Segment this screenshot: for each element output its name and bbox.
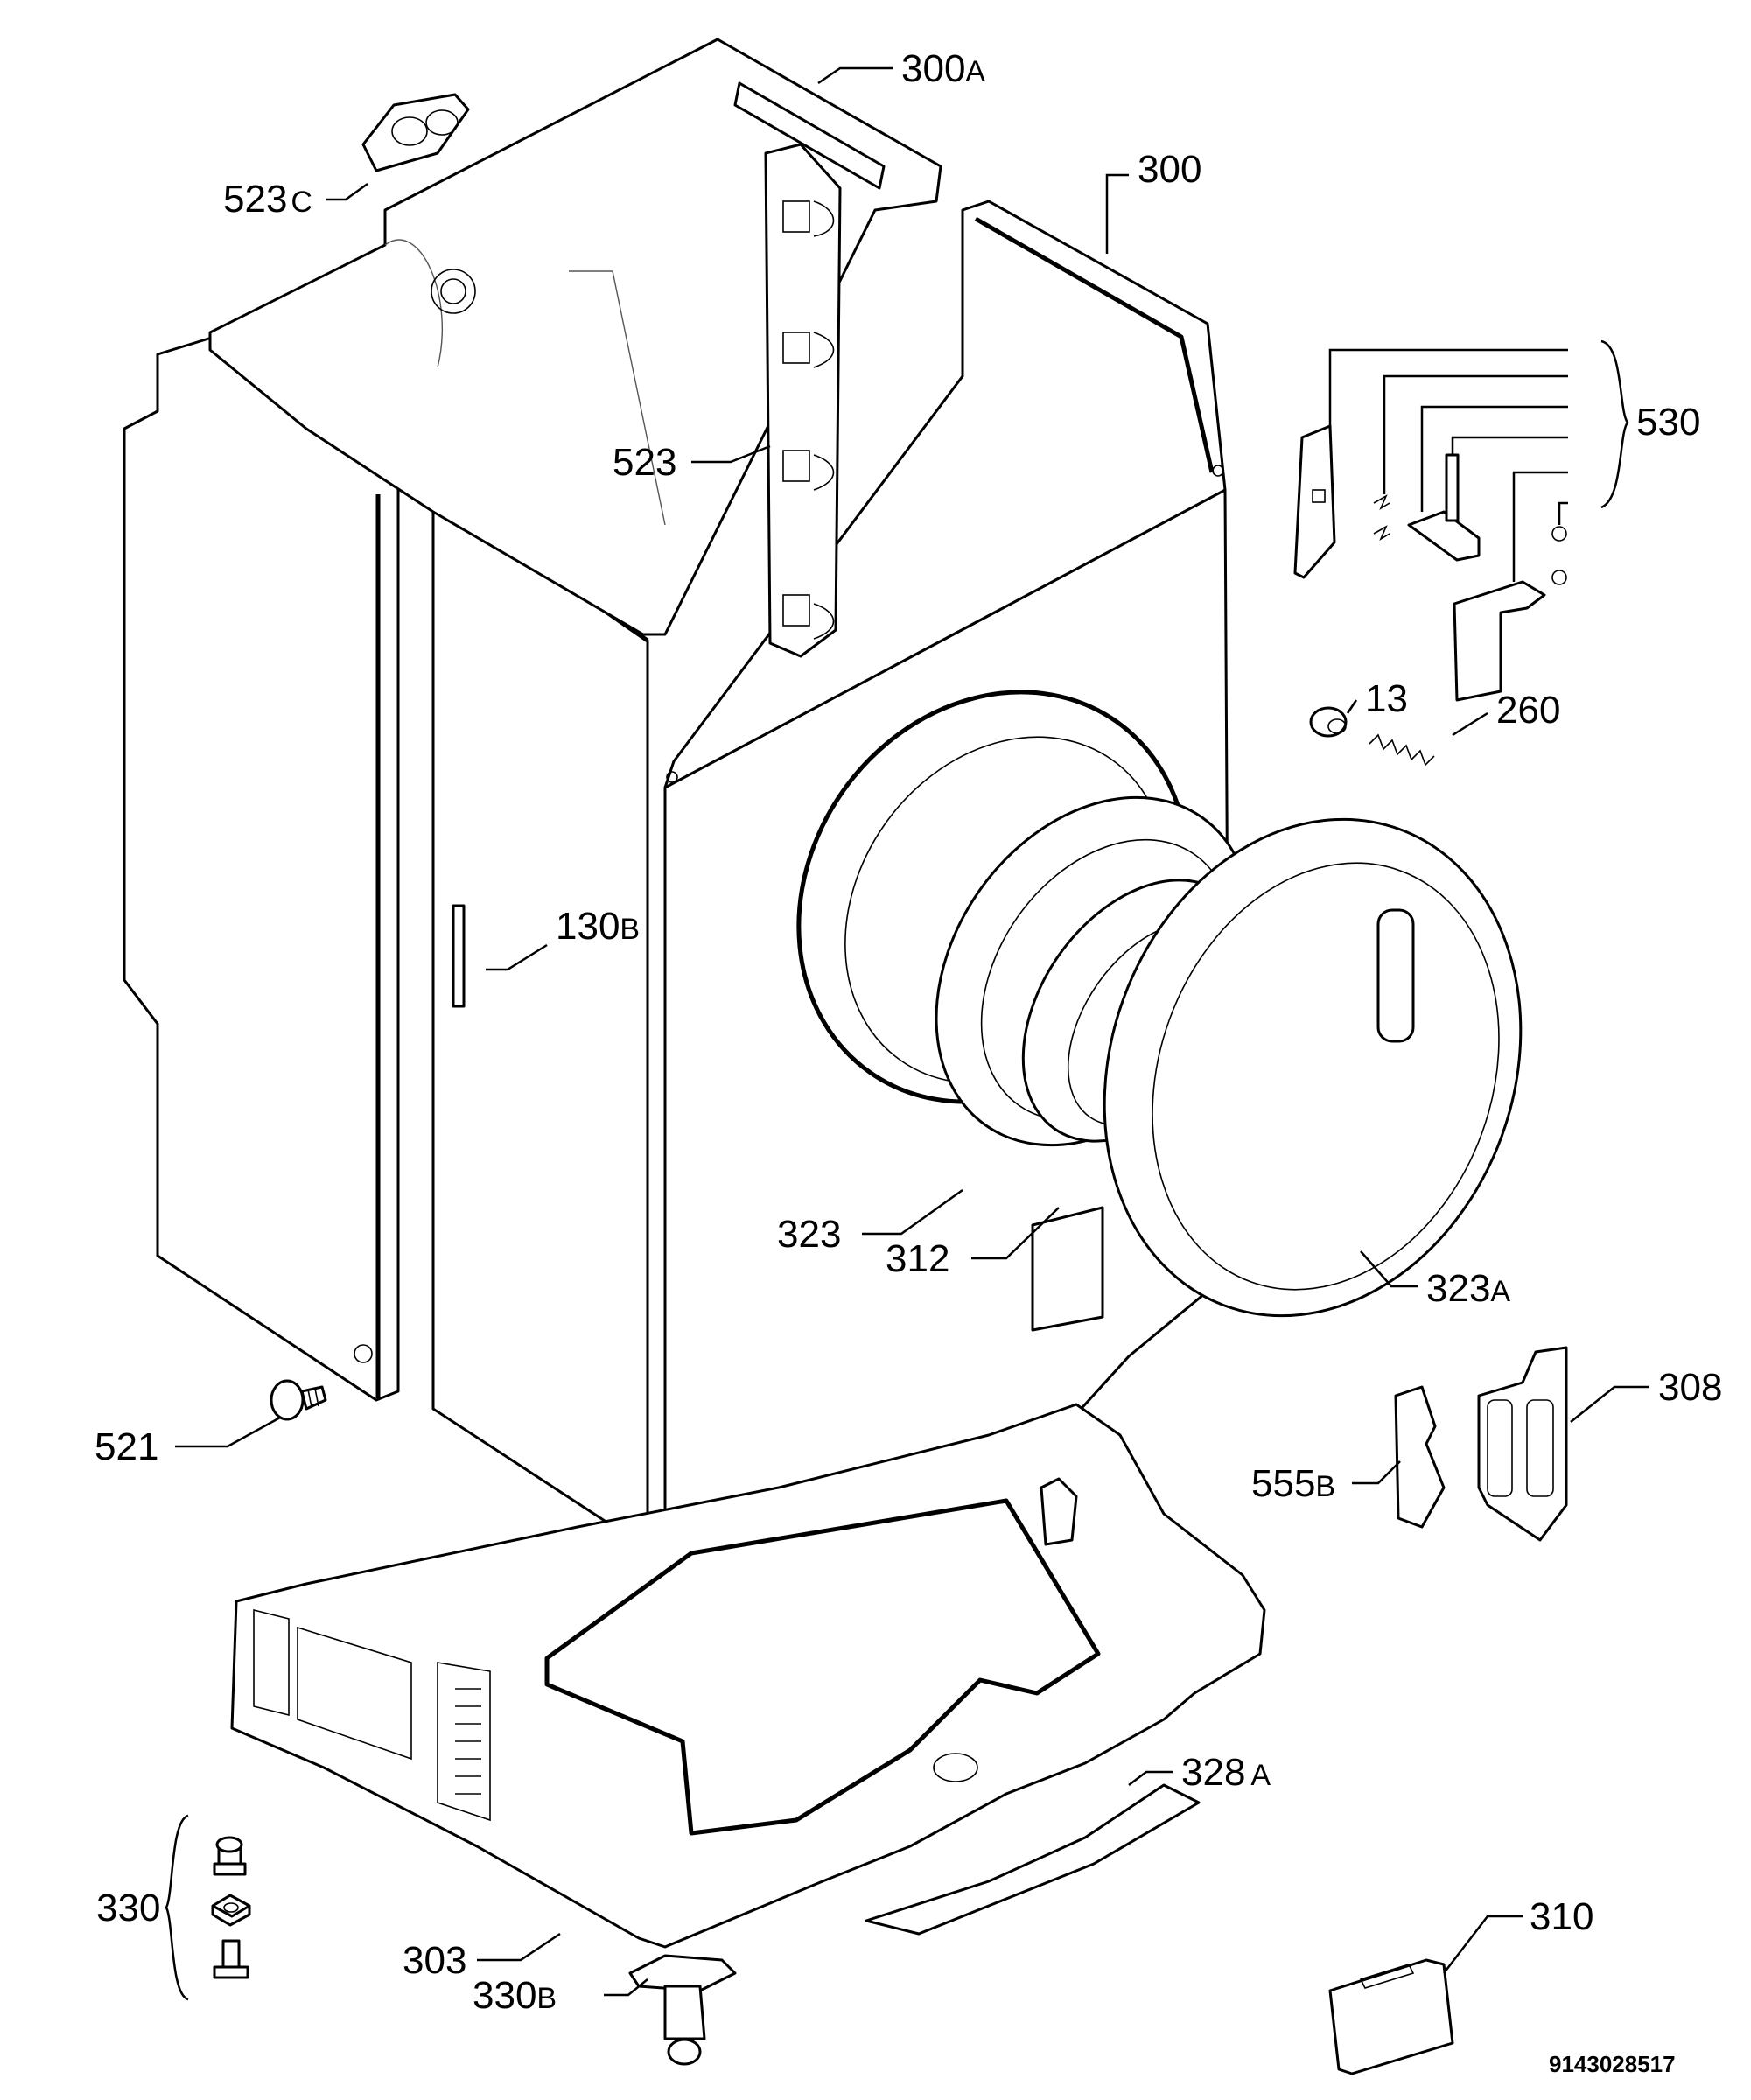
callout-323: 323 (777, 1213, 841, 1256)
screw-521-part (270, 1379, 327, 1421)
leader-lines (165, 66, 1649, 2001)
frame-ladder-detail (455, 1688, 481, 1795)
callout-300: 300 (1138, 148, 1201, 191)
door-assembly-part (1031, 817, 1523, 1332)
callout-300a: 300A (901, 47, 985, 90)
callout-312: 312 (886, 1237, 949, 1280)
callout-330: 330 (96, 1886, 160, 1929)
bracket-523-slots (782, 200, 835, 640)
callout-130b: 130B (556, 905, 640, 948)
callout-308: 308 (1658, 1366, 1722, 1409)
callout-530: 530 (1636, 401, 1700, 444)
callout-330b: 330B (473, 1974, 557, 2017)
callout-260: 260 (1496, 689, 1560, 732)
callout-523: 523 (613, 441, 676, 484)
callout-555b: 555B (1251, 1462, 1335, 1505)
callout-310: 310 (1530, 1895, 1593, 1938)
plug-13-part (1309, 706, 1348, 738)
callout-303: 303 (403, 1939, 466, 1982)
door-lock-parts-530 (1293, 424, 1567, 702)
base-frame-303-part (230, 1403, 1266, 1949)
callout-13: 13 (1365, 677, 1408, 720)
spring-260-part (1369, 733, 1435, 766)
cabinet-frame-part (123, 38, 1231, 1550)
callout-323a: 323A (1426, 1267, 1510, 1310)
foot-330b-part (628, 1954, 737, 2066)
callout-521: 521 (95, 1425, 158, 1468)
clip-523c-part (361, 93, 470, 172)
hinge-308-part (1477, 1346, 1568, 1542)
fasteners-330-part (211, 1836, 251, 1979)
hinge-cover-555b-part (1394, 1385, 1446, 1529)
document-number: 9143028517 (1549, 2051, 1676, 2077)
service-flap-310-part (1328, 1958, 1454, 2076)
